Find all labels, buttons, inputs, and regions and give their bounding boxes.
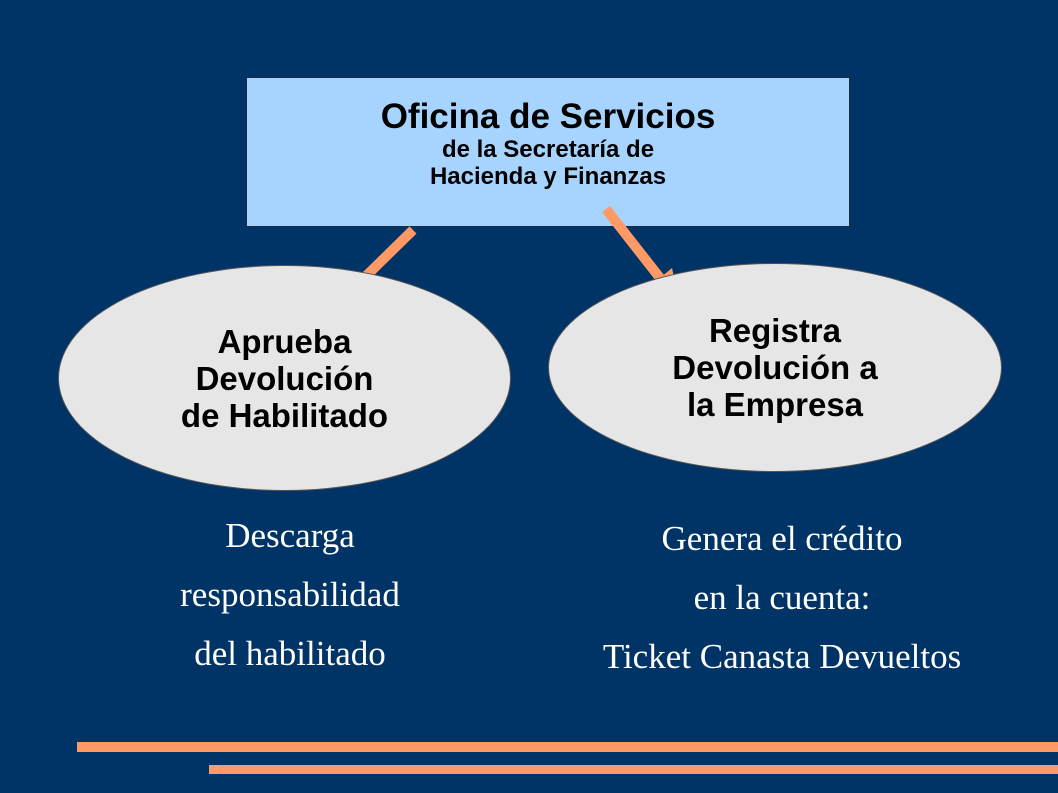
oficina-servicios-box: Oficina de Servicios de la Secretaría de… [246, 77, 850, 227]
genera-credito-caption-line1: Genera el crédito [661, 519, 903, 558]
descarga-caption-line3: del habilitado [194, 634, 386, 673]
decorative-stripe-lower [209, 765, 1058, 774]
genera-credito-caption-line3: Ticket Canasta Devueltos [602, 637, 962, 676]
oficina-subtitle-line2: Hacienda y Finanzas [429, 163, 667, 190]
oficina-subtitle-line1: de la Secretaría de [441, 136, 655, 163]
registra-devolucion-label: Registra Devolución a la Empresa [672, 312, 878, 423]
aprueba-devolucion-label: Aprueba Devolución de Habilitado [180, 322, 389, 434]
genera-credito-caption-line2: en la cuenta: [693, 578, 871, 617]
descarga-caption-line1: Descarga [225, 516, 355, 555]
genera-credito-caption: Genera el crédito en la cuenta: Ticket C… [540, 509, 1024, 686]
descarga-caption: Descarga responsabilidad del habilitado [90, 506, 490, 683]
aprueba-devolucion-node: Aprueba Devolución de Habilitado [58, 265, 511, 491]
decorative-stripe-upper [77, 742, 1058, 752]
descarga-caption-line2: responsabilidad [180, 575, 400, 614]
registra-devolucion-node: Registra Devolución a la Empresa [548, 263, 1002, 472]
oficina-title: Oficina de Servicios [380, 97, 716, 136]
